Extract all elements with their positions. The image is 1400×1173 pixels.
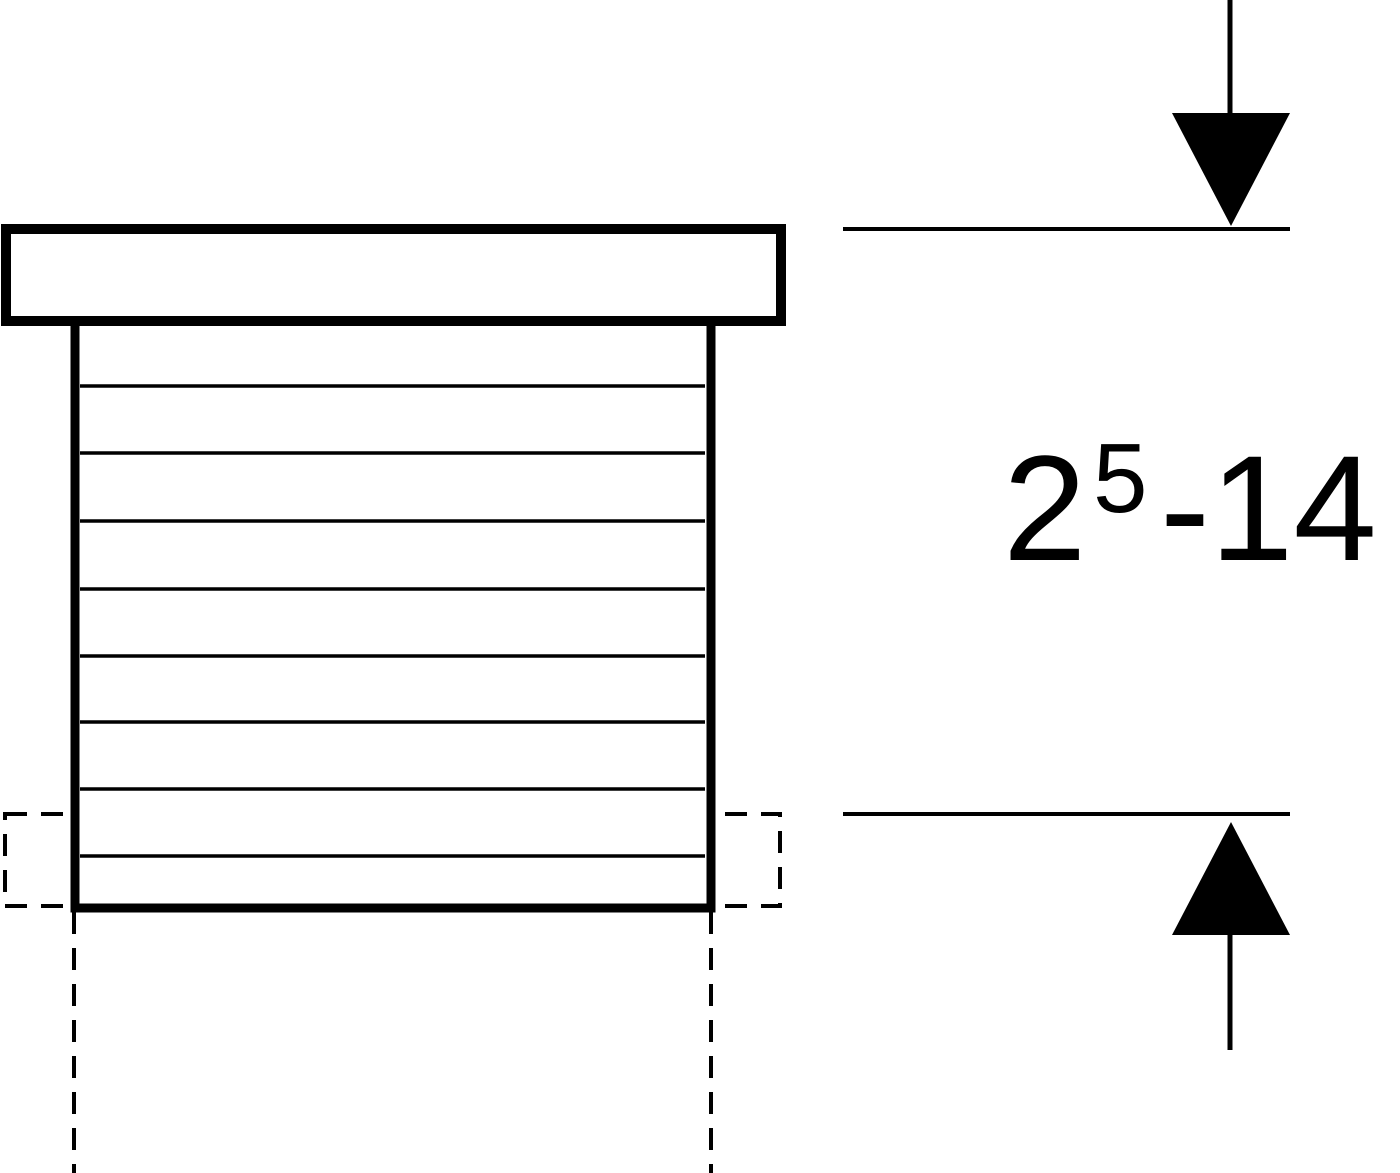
flange-cap <box>1 224 786 326</box>
threaded-shaft <box>70 315 716 913</box>
arrow-up-icon <box>1172 822 1290 1050</box>
dimension-label: 2 5 -14 <box>1003 423 1377 592</box>
arrow-down-icon <box>1172 0 1290 226</box>
dimension-label-superscript: 5 <box>1093 423 1148 533</box>
dimension-label-suffix: -14 <box>1160 424 1377 592</box>
dimension-label-base: 2 <box>1003 424 1086 592</box>
thread-lines <box>80 384 705 858</box>
